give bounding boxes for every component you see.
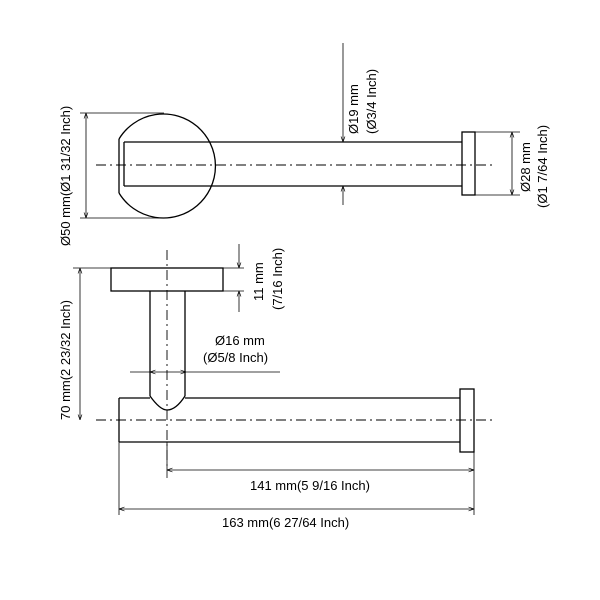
end-cap-diameter-label-mm: Ø28 mm: [518, 142, 533, 192]
end-cap: [461, 131, 476, 196]
projection-label: 70 mm(2 23/32 Inch): [58, 300, 73, 420]
side-view: 11 mm (7/16 Inch) Ø16 mm (Ø5/8 Inch) 70 …: [58, 244, 494, 530]
plate-diameter-label: Ø50 mm(Ø1 31/32 Inch): [58, 106, 73, 246]
post-diameter-label-mm: Ø16 mm: [215, 333, 265, 348]
end-cap-side: [459, 388, 475, 453]
rod-diameter-label-mm: Ø19 mm: [346, 84, 361, 134]
overall-length-label: 163 mm(6 27/64 Inch): [222, 515, 349, 530]
wall-plate-outline: [118, 113, 217, 219]
rod-length-label: 141 mm(5 9/16 Inch): [250, 478, 370, 493]
plate-thickness-label-in: (7/16 Inch): [270, 248, 285, 310]
rod-diameter-label-in: (Ø3/4 Inch): [364, 69, 379, 134]
post-diameter-label-in: (Ø5/8 Inch): [203, 350, 268, 365]
plate-thickness-label-mm: 11 mm: [251, 262, 266, 301]
post-joint: [149, 395, 186, 411]
end-cap-diameter-label-in: (Ø1 7/64 Inch): [535, 125, 550, 208]
top-view: Ø50 mm(Ø1 31/32 Inch) Ø19 mm (Ø3/4 Inch)…: [58, 43, 550, 246]
